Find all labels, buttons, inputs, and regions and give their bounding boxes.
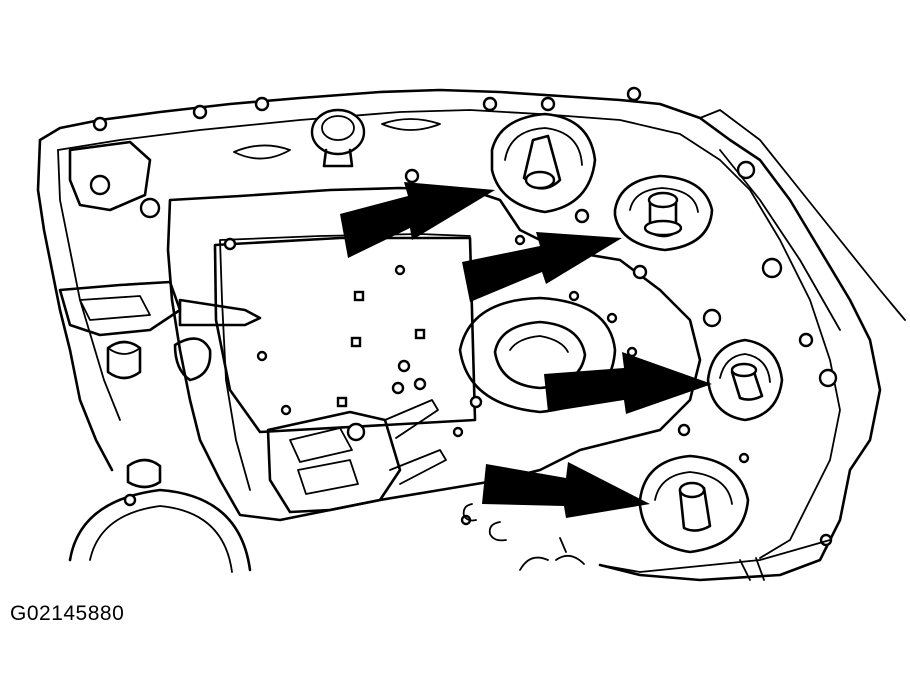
rivet bbox=[92, 116, 108, 132]
rivet bbox=[482, 96, 498, 112]
bore-1-inner bbox=[504, 127, 583, 166]
accumulator-ring bbox=[458, 296, 617, 414]
bolt-hole bbox=[346, 422, 366, 442]
rivet bbox=[192, 104, 208, 120]
wedge-tool bbox=[178, 298, 262, 327]
lower-bore bbox=[68, 488, 252, 572]
lower-boss bbox=[106, 340, 142, 380]
plunger-4-head bbox=[678, 481, 706, 499]
arrow-icon bbox=[482, 462, 650, 518]
bore-3-inner bbox=[719, 353, 771, 383]
plug-inner bbox=[321, 115, 355, 141]
rivet bbox=[540, 96, 556, 112]
bracket-left bbox=[68, 140, 152, 212]
top-slot bbox=[381, 118, 441, 131]
bore-1 bbox=[490, 112, 597, 214]
bottom-edge bbox=[599, 539, 831, 573]
bore-3 bbox=[706, 338, 784, 422]
bracket-left-lower bbox=[58, 280, 182, 337]
bolt-hole bbox=[139, 197, 161, 219]
lower-bore-inner bbox=[89, 505, 233, 573]
boss-top bbox=[107, 347, 141, 355]
bottom-bracket bbox=[519, 537, 765, 581]
bore-2 bbox=[613, 174, 714, 252]
arrow-icon bbox=[462, 232, 622, 302]
c-clip bbox=[488, 521, 507, 542]
arrow-icon bbox=[544, 352, 712, 414]
small-boss bbox=[126, 458, 162, 489]
right-housing bbox=[699, 109, 906, 321]
rivet bbox=[123, 493, 137, 507]
plunger-1-head bbox=[524, 170, 556, 190]
case-left-wall bbox=[36, 138, 114, 472]
accumulator-lip bbox=[509, 335, 569, 353]
valve-body-plate bbox=[166, 186, 702, 522]
bracket-slot bbox=[79, 295, 151, 321]
accumulator-inner bbox=[493, 320, 587, 390]
connector-slot bbox=[289, 427, 353, 463]
top-slot-2 bbox=[233, 144, 291, 160]
connector-slot bbox=[297, 459, 359, 495]
wire-lead bbox=[384, 399, 439, 439]
plunger-3-head bbox=[730, 362, 758, 378]
plunger-2-ring bbox=[643, 219, 683, 237]
case-inner-edge bbox=[57, 109, 841, 559]
bore-4-inner bbox=[654, 471, 733, 505]
figure-code: G02145880 bbox=[10, 602, 125, 625]
bolt-hole bbox=[89, 174, 111, 196]
solenoid-connector bbox=[266, 410, 402, 514]
c-clip bbox=[462, 503, 477, 522]
plug-neck bbox=[322, 148, 354, 168]
valve-body-diagram bbox=[36, 86, 906, 582]
arrow-icon bbox=[340, 182, 495, 258]
left-bump bbox=[173, 337, 212, 382]
bore-4 bbox=[638, 454, 750, 554]
bore-2-inner bbox=[629, 187, 699, 213]
rivet bbox=[626, 86, 642, 102]
plunger-2-head bbox=[647, 191, 679, 209]
plate-holes bbox=[223, 160, 838, 547]
plunger-4 bbox=[678, 486, 712, 532]
wire-lead bbox=[389, 449, 447, 485]
plunger-3 bbox=[730, 364, 764, 401]
rivet bbox=[254, 96, 270, 112]
